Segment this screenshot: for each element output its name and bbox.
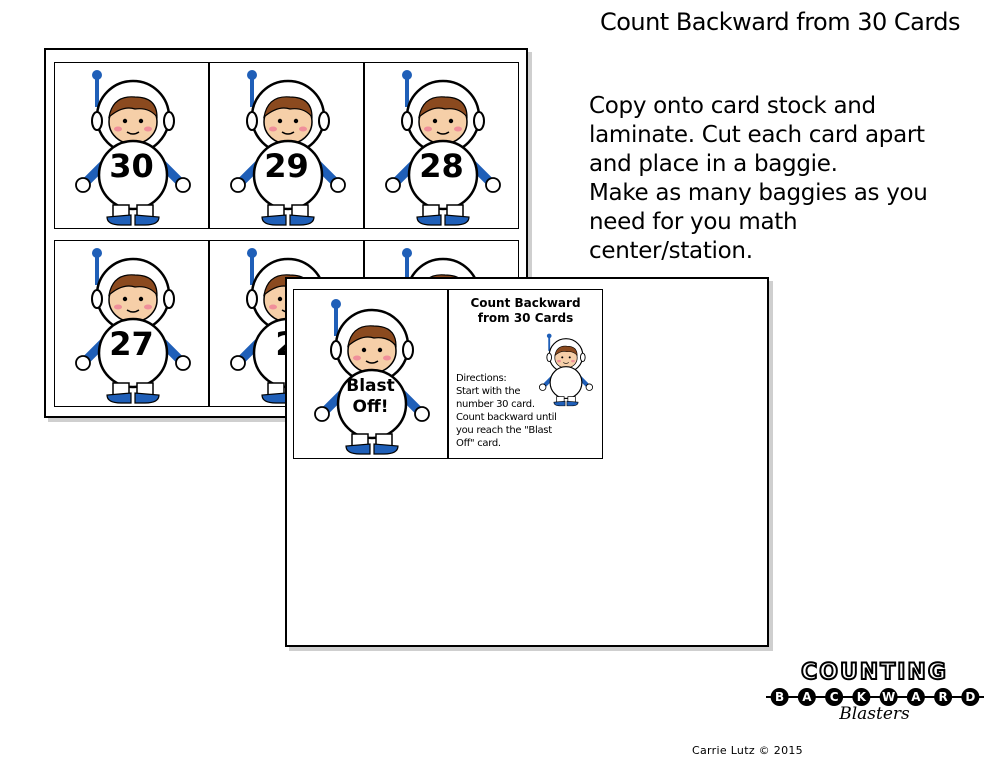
instruction-line: and place in a baggie. <box>589 151 838 177</box>
card-number: 27 <box>109 325 154 363</box>
credit: Carrie Lutz © 2015 <box>692 744 803 757</box>
logo-letter-circle <box>934 688 953 706</box>
logo-letter-circle <box>825 688 844 706</box>
logo-letter-circle <box>852 688 871 706</box>
directions-line: Count backward until <box>456 412 557 423</box>
logo-letter: W <box>882 690 895 704</box>
logo-letter-circle <box>961 688 980 706</box>
blast-line: Blast <box>346 376 395 396</box>
instructions: Copy onto card stock and laminate. Cut e… <box>589 92 999 266</box>
directions-line: Directions: <box>456 373 507 384</box>
instruction-line: Make as many baggies as you <box>589 180 928 206</box>
directions-line: Start with the <box>456 386 521 397</box>
number-card: 29 <box>209 62 364 229</box>
directions-title-line: from 30 Cards <box>477 311 574 325</box>
directions-line: Off" card. <box>456 438 501 449</box>
logo-letter: C <box>830 690 839 704</box>
directions-text: Directions: Start with the number 30 car… <box>456 372 596 450</box>
logo-bottom-text: Blasters <box>839 704 910 724</box>
logo-top-text: COUNTING <box>800 659 948 686</box>
directions-title: Count Backward from 30 Cards <box>449 296 602 326</box>
card-number: 28 <box>419 147 464 185</box>
instruction-line: laminate. Cut each card apart <box>589 122 925 148</box>
number-card: 28 <box>364 62 519 229</box>
blast-off-label: Blast Off! <box>294 376 447 418</box>
page-title: Count Backward from 30 Cards <box>599 8 961 36</box>
card-number: 30 <box>109 147 154 185</box>
logo-letter: B <box>775 690 784 704</box>
directions-title-line: Count Backward <box>470 296 581 310</box>
logo-letter-circle <box>906 688 925 706</box>
card-number: 29 <box>264 147 309 185</box>
blast-off-card: Blast Off! <box>293 289 448 459</box>
instruction-line: Copy onto card stock and <box>589 93 876 119</box>
logo: COUNTING B A C K W A R D Blasters <box>762 659 987 740</box>
number-card-sheet: 30 29 28 27 2 <box>44 48 528 418</box>
directions-line: number 30 card. <box>456 399 535 410</box>
instruction-line: center/station. <box>589 238 753 264</box>
directions-card: Count Backward from 30 Cards Directions:… <box>448 289 603 459</box>
number-card: 30 <box>54 62 209 229</box>
blast-line: Off! <box>352 397 389 417</box>
logo-letter-circle <box>770 688 789 706</box>
logo-letter-circle <box>879 688 898 706</box>
instruction-line: need for you math <box>589 209 798 235</box>
logo-letter: D <box>965 690 975 704</box>
directions-line: you reach the "Blast <box>456 425 552 436</box>
logo-letter: A <box>802 690 812 704</box>
logo-letter: R <box>939 690 948 704</box>
logo-letter: A <box>911 690 921 704</box>
logo-letter: K <box>857 690 867 704</box>
card-grid: 30 29 28 27 2 <box>54 62 522 408</box>
cover-card-sheet: Blast Off! Count Backward from 30 Cards … <box>285 277 769 647</box>
number-card: 27 <box>54 240 209 407</box>
logo-letter-circle <box>797 688 816 706</box>
